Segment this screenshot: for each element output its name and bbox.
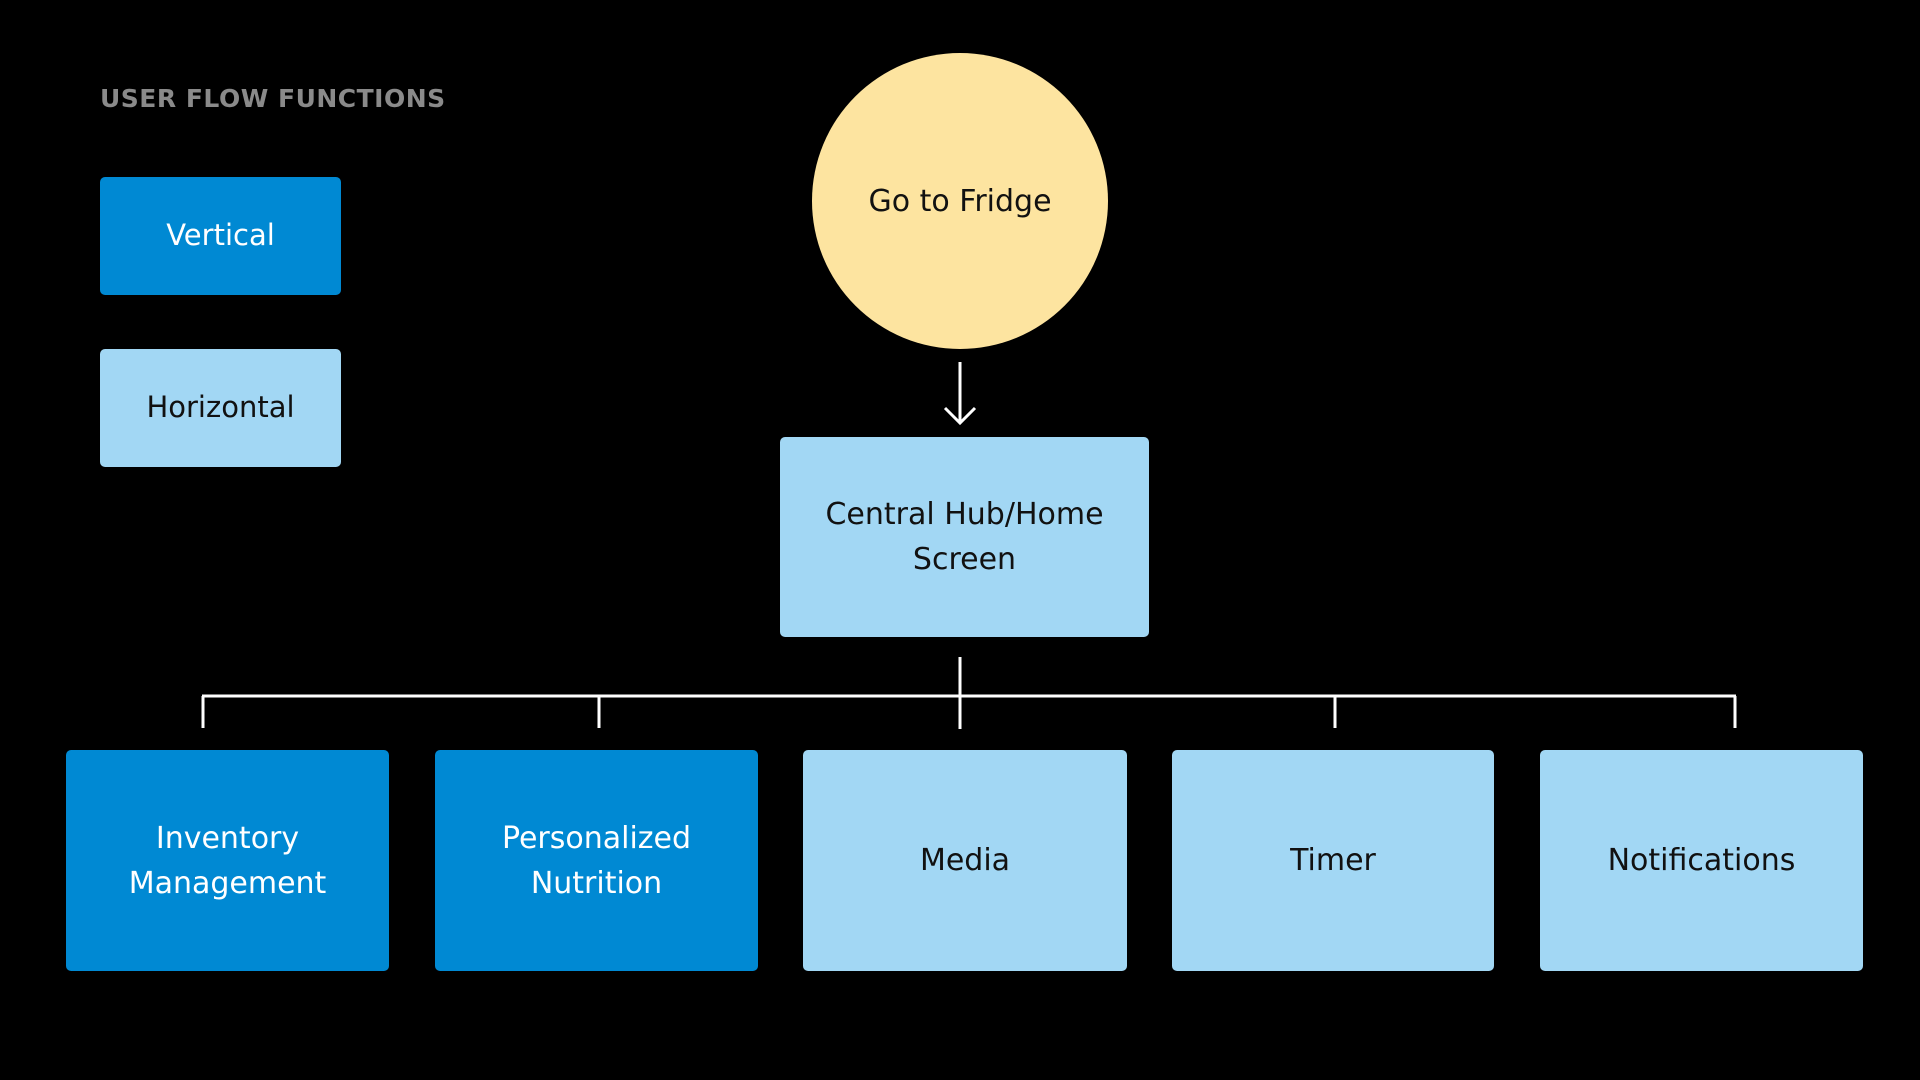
start-node: Go to Fridge — [812, 53, 1108, 349]
function-node-timer: Timer — [1172, 750, 1494, 971]
function-node-inventory: Inventory Management — [66, 750, 389, 971]
hub-node: Central Hub/Home Screen — [780, 437, 1149, 637]
start-node-label: Go to Fridge — [868, 183, 1052, 219]
legend-horizontal-label: Horizontal — [146, 390, 295, 425]
arrow-head — [943, 406, 977, 426]
legend-vertical-label: Vertical — [166, 218, 275, 253]
function-node-notifications: Notifications — [1540, 750, 1863, 971]
function-node-media: Media — [803, 750, 1127, 971]
function-label: Inventory Management — [128, 820, 327, 901]
legend-title: USER FLOW FUNCTIONS — [100, 84, 446, 113]
legend-horizontal: Horizontal — [100, 349, 341, 467]
function-node-nutrition: Personalized Nutrition — [435, 750, 758, 971]
function-label: Personalized Nutrition — [501, 820, 692, 901]
legend-vertical: Vertical — [100, 177, 341, 295]
hub-node-label: Central Hub/Home Screen — [825, 497, 1104, 577]
function-label: Timer — [1290, 843, 1376, 878]
function-label: Media — [919, 843, 1011, 878]
function-label: Notifications — [1607, 843, 1796, 878]
